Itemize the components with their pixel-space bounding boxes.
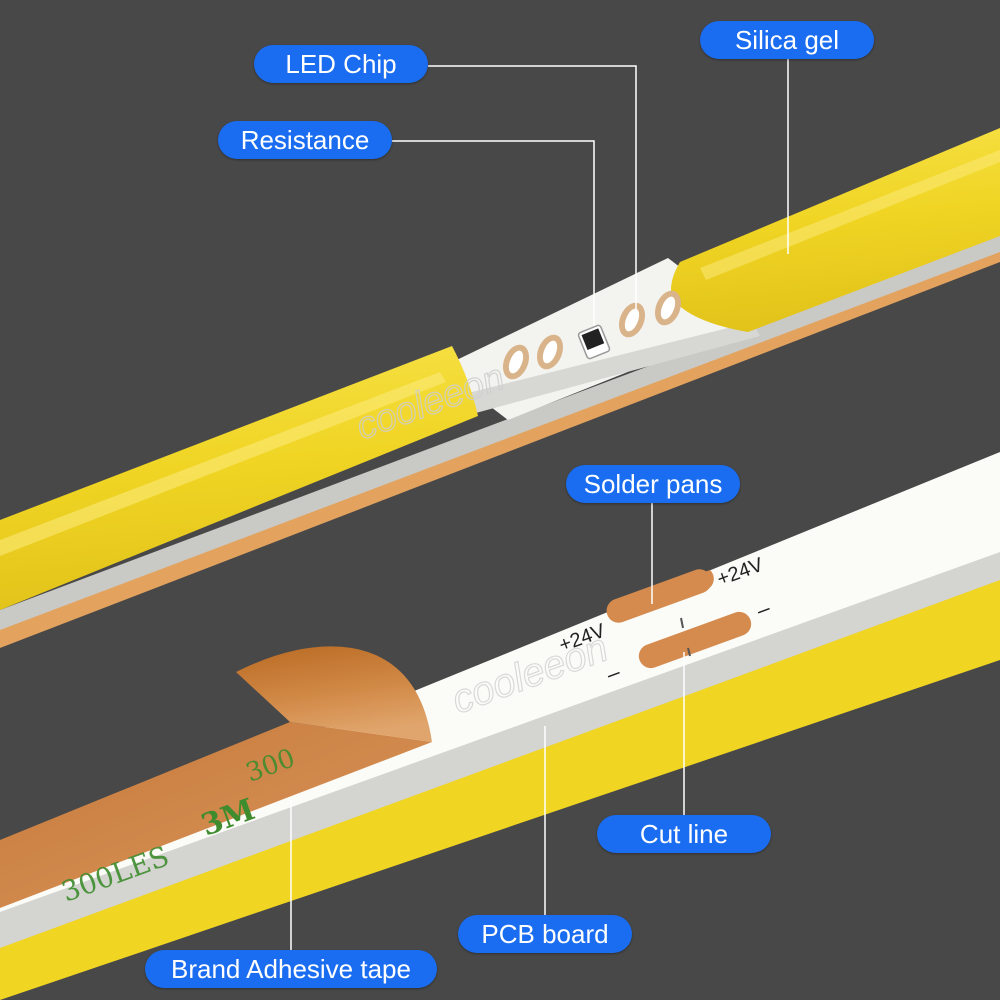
bottom-strip-silicone-base xyxy=(0,578,1000,1000)
top-strip-silicone-left-highlight xyxy=(0,372,446,556)
solder-pad xyxy=(638,611,752,669)
resistor xyxy=(577,324,611,360)
label-pcb-board: PCB board xyxy=(458,915,632,953)
label-cut-line: Cut line xyxy=(597,815,771,853)
cut-line-mark xyxy=(680,617,684,629)
led-chip xyxy=(618,302,646,338)
solder-pad xyxy=(606,569,712,623)
label-silica-gel: Silica gel xyxy=(700,21,874,59)
label-resistance: Resistance xyxy=(218,121,392,159)
led-chip xyxy=(502,344,530,380)
top-strip-silicone-right xyxy=(671,128,1000,332)
adhesive-tape xyxy=(0,722,432,908)
bottom-strip: +24V +24V – – cooleeon 3M 300LES 300 xyxy=(0,452,1000,1000)
cut-line-group xyxy=(680,617,691,657)
leader-resistance xyxy=(392,140,595,326)
led-chip-group xyxy=(502,290,682,380)
solder-pad-group xyxy=(606,569,752,669)
top-strip: cooleeon xyxy=(0,128,1000,648)
label-brand-adhesive-tape: Brand Adhesive tape xyxy=(145,950,437,988)
leader-lines xyxy=(290,58,789,952)
label-solder-pans: Solder pans xyxy=(566,465,740,503)
led-chip xyxy=(654,290,682,326)
top-strip-silicone-right-highlight xyxy=(700,150,1000,280)
label-led-chip: LED Chip xyxy=(254,45,428,83)
led-chip xyxy=(536,334,564,370)
top-strip-orange-base xyxy=(0,248,1000,648)
cut-line-mark xyxy=(687,647,691,657)
leader-led-chip xyxy=(428,65,637,312)
adhesive-tape-peel xyxy=(236,646,432,742)
top-strip-pcb-edge xyxy=(440,322,760,420)
